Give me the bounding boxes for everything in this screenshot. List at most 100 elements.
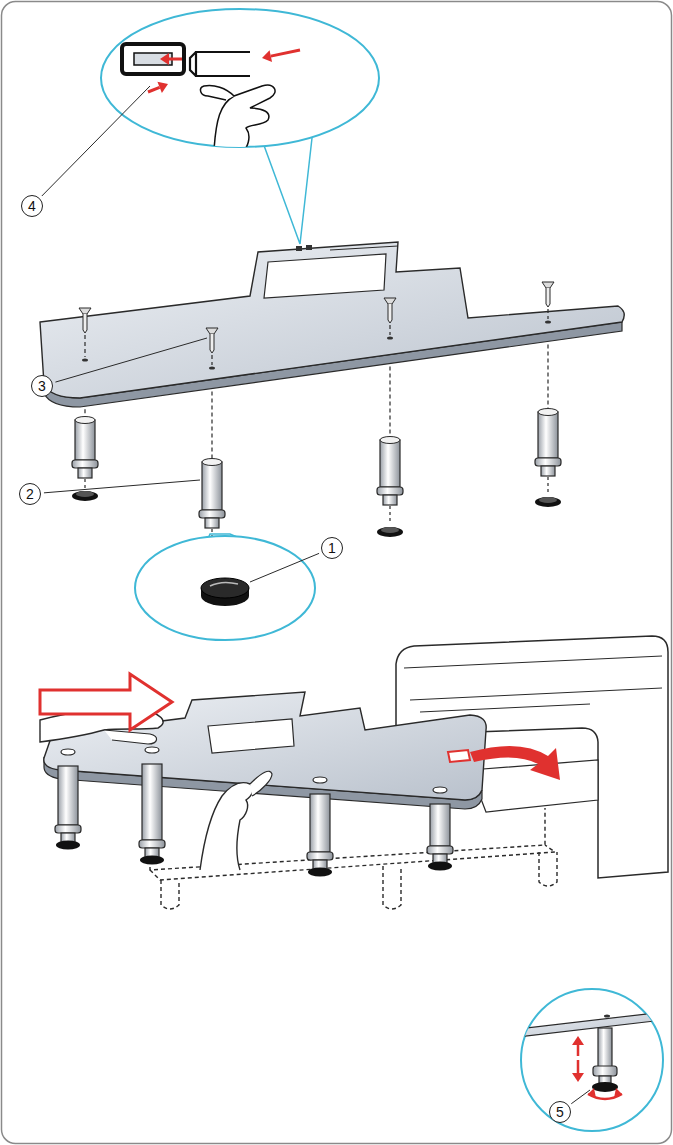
table-opening <box>208 719 294 753</box>
red-arrowhead <box>160 53 169 65</box>
table-edge <box>510 1010 673 1038</box>
leader-line <box>55 338 207 382</box>
dashed-guide <box>547 344 548 408</box>
leg-top <box>202 459 222 466</box>
table-opening <box>264 254 386 298</box>
leg <box>142 764 162 840</box>
push-arrow <box>40 674 172 730</box>
leg-collar <box>593 1066 617 1076</box>
dashed-guide <box>547 477 548 494</box>
leg-collar <box>72 460 98 468</box>
rubber-foot-top <box>76 491 94 497</box>
rubber-foot-big-top <box>201 578 249 598</box>
red-arrow <box>271 50 300 56</box>
leg-end <box>78 468 92 478</box>
leg <box>75 420 95 460</box>
inset-pointer <box>262 138 312 244</box>
finger <box>201 85 234 100</box>
rubber-foot <box>592 1082 618 1092</box>
rubber-foot <box>377 527 403 537</box>
rubber-foot <box>428 862 452 871</box>
thumb <box>250 771 272 796</box>
rubber-foot <box>308 868 332 877</box>
finger <box>104 730 157 744</box>
adjust-detail <box>510 1010 673 1099</box>
hand <box>200 783 253 870</box>
turn-arrowhead <box>588 1088 622 1098</box>
screw <box>542 282 554 288</box>
leg <box>538 412 558 458</box>
dashed-guide <box>547 309 548 319</box>
leg-collar <box>55 825 81 833</box>
screw-shaft <box>210 334 214 353</box>
leg-collar <box>427 846 453 854</box>
screw-head <box>145 747 159 753</box>
notch-line <box>330 246 398 250</box>
leg <box>310 794 330 852</box>
screw-hole <box>82 358 88 361</box>
leg <box>58 766 78 825</box>
clip-detail <box>122 44 300 152</box>
rubber-foot-top <box>381 527 399 533</box>
dashed-guide <box>211 391 212 458</box>
screw-shaft <box>83 314 87 333</box>
leg-collar <box>535 458 561 466</box>
dashed-guide <box>84 335 85 357</box>
extension-table <box>40 242 624 398</box>
rubber-foot <box>535 497 561 507</box>
callout-number: 1 <box>321 537 343 559</box>
leg <box>380 440 400 487</box>
leg <box>598 1028 612 1068</box>
leader-line <box>571 1090 590 1104</box>
detail-circle <box>135 536 315 640</box>
screw <box>79 308 91 314</box>
clip-slot <box>296 245 312 251</box>
leader-line <box>44 480 200 493</box>
leader-lines <box>42 86 590 1104</box>
screw-hole <box>545 320 551 323</box>
red-arrowhead <box>572 1036 584 1045</box>
highlight <box>210 582 238 586</box>
ghost-leg <box>161 880 179 909</box>
curved-arrow <box>470 746 560 780</box>
leader-line <box>42 86 150 196</box>
screw-hole <box>209 366 215 369</box>
ghost-leg <box>539 852 557 886</box>
callout-number: 2 <box>19 483 41 505</box>
screw-hole <box>604 1015 610 1018</box>
machine-detail <box>404 656 662 712</box>
screw <box>384 298 396 304</box>
dashed-guide <box>389 506 390 524</box>
rubber-foot <box>72 491 98 501</box>
mounting-view <box>40 636 673 1131</box>
callout-number: 3 <box>31 375 53 397</box>
screw-head <box>433 787 447 793</box>
red-arrow <box>577 1045 580 1056</box>
red-arrow <box>148 87 160 92</box>
leg-collar <box>139 840 165 848</box>
red-arrow <box>577 1060 580 1073</box>
dashed-guide <box>84 409 85 416</box>
screw-head <box>61 749 75 755</box>
leader-line <box>250 553 319 582</box>
leg-collar <box>307 852 333 860</box>
red-arrowhead <box>157 82 168 93</box>
screw-hole <box>387 336 393 339</box>
slot <box>134 53 172 65</box>
leg-end <box>541 466 555 476</box>
detail-circle <box>521 989 663 1131</box>
dashed-guide <box>84 479 85 488</box>
red-arrowhead <box>262 50 272 62</box>
rubber-foot <box>140 856 164 865</box>
dashed-guide <box>211 355 212 365</box>
leg-end <box>383 495 397 505</box>
leg-collar <box>199 510 225 518</box>
red-arrow <box>169 58 182 61</box>
leg-top <box>380 437 400 444</box>
leg <box>430 804 450 846</box>
leg-top <box>538 409 558 416</box>
callout-number: 5 <box>549 1101 571 1123</box>
